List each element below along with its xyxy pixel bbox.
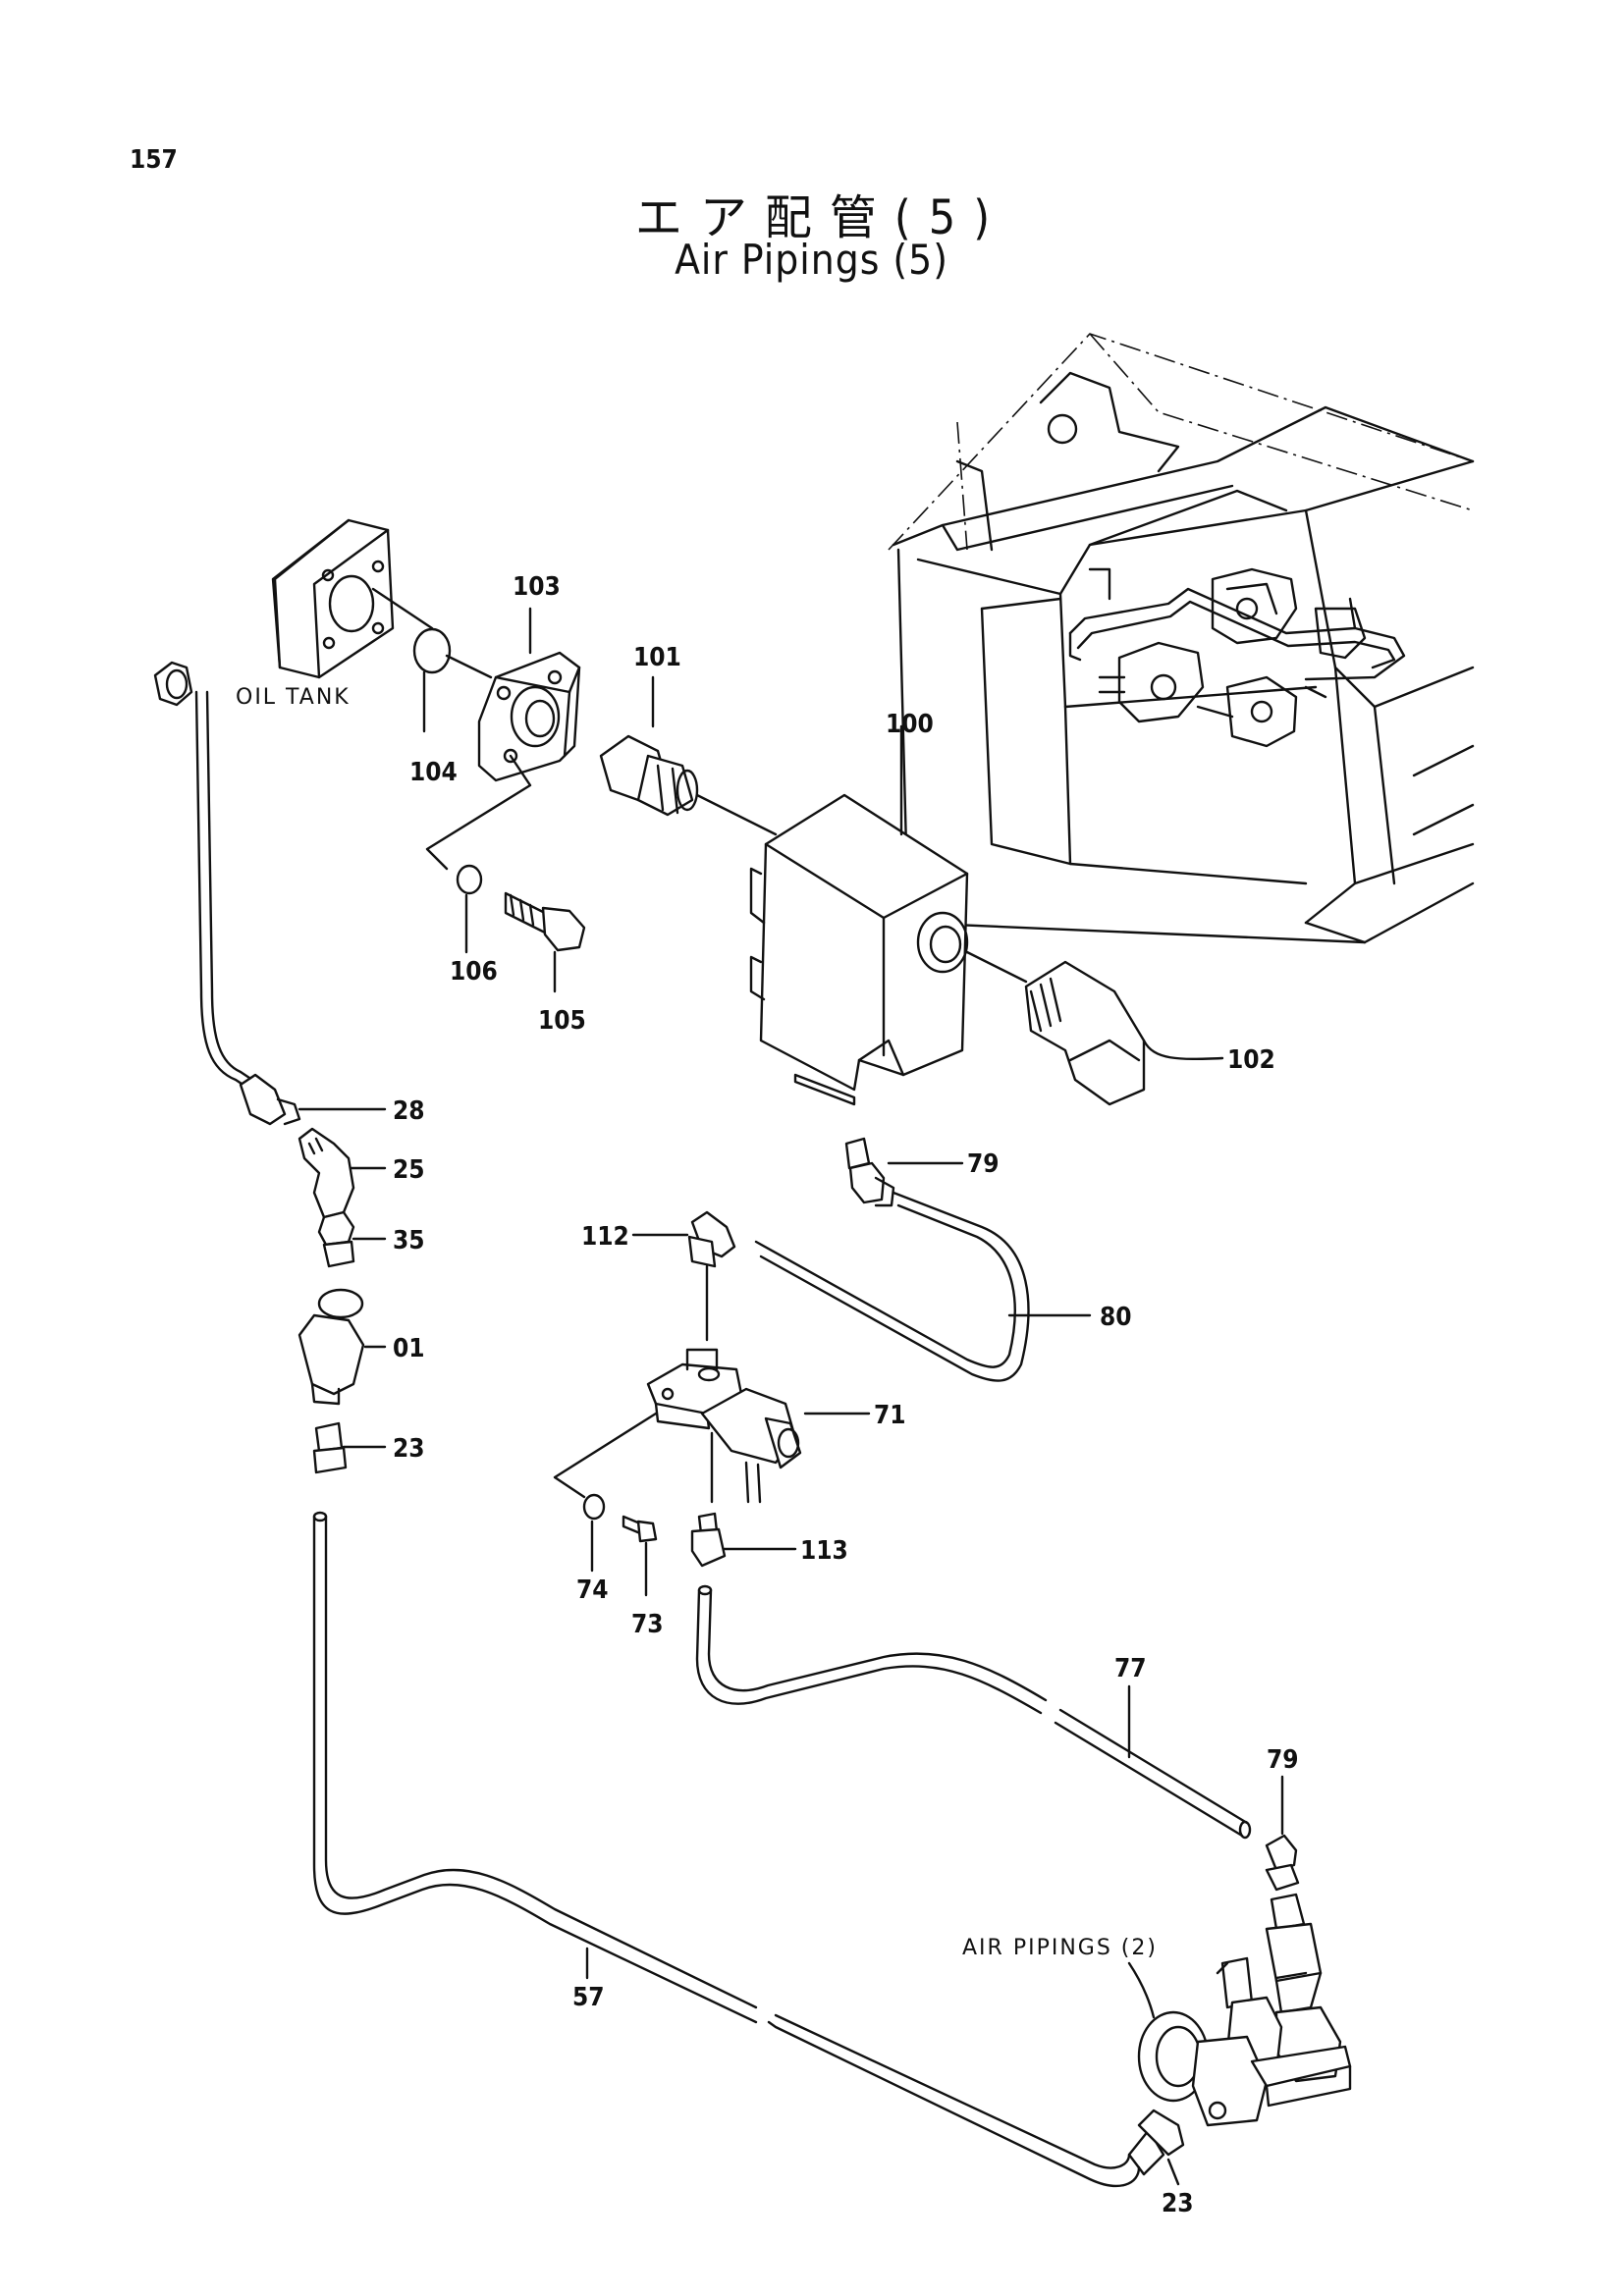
o-ring-104 bbox=[412, 627, 452, 674]
callout-104: 104 bbox=[409, 758, 458, 787]
callout-113: 113 bbox=[800, 1536, 848, 1566]
hose-57 bbox=[312, 1511, 1141, 2188]
title-english: Air Pipings (5) bbox=[675, 236, 948, 284]
hose-80 bbox=[754, 1191, 1092, 1382]
callout-79-lower: 79 bbox=[1267, 1745, 1299, 1775]
bolt-leader-71 bbox=[553, 1412, 658, 1499]
callout-28: 28 bbox=[393, 1096, 425, 1126]
callout-01: 01 bbox=[393, 1334, 425, 1363]
machine-body-illustration bbox=[888, 333, 1475, 944]
washer-106 bbox=[456, 864, 483, 895]
callout-79-upper: 79 bbox=[967, 1149, 1000, 1179]
callout-112: 112 bbox=[581, 1222, 629, 1252]
callout-106: 106 bbox=[450, 957, 498, 987]
fitting-112 bbox=[631, 1210, 736, 1342]
fitting-101 bbox=[599, 675, 778, 836]
fitting-79-lower bbox=[1265, 1775, 1300, 1892]
callout-101: 101 bbox=[633, 643, 681, 672]
callout-23-lower: 23 bbox=[1162, 2189, 1194, 2218]
hose-77 bbox=[695, 1584, 1252, 1840]
callout-77: 77 bbox=[1114, 1654, 1147, 1683]
elbow-25 bbox=[298, 1127, 387, 1219]
fitting-23-upper bbox=[312, 1421, 387, 1474]
title-japanese: エア配管(5) bbox=[634, 190, 1008, 245]
solenoid-valve-71 bbox=[646, 1348, 871, 1504]
callout-73: 73 bbox=[631, 1610, 664, 1639]
callout-25: 25 bbox=[393, 1155, 425, 1185]
oil-tank-flange bbox=[271, 518, 434, 679]
callout-23-upper: 23 bbox=[393, 1434, 425, 1464]
elbow-102 bbox=[1024, 960, 1224, 1106]
callout-102: 102 bbox=[1227, 1045, 1275, 1075]
callout-35: 35 bbox=[393, 1226, 425, 1255]
washer-74 bbox=[582, 1493, 606, 1521]
fitting-35 bbox=[317, 1210, 387, 1268]
air-pipings-2-assembly bbox=[1127, 1893, 1352, 2127]
oil-tank-line bbox=[153, 661, 257, 1092]
fitting-113 bbox=[690, 1512, 797, 1568]
callout-105: 105 bbox=[538, 1006, 586, 1036]
fitting-79-upper bbox=[844, 1137, 964, 1207]
callout-100: 100 bbox=[886, 710, 934, 739]
bolt-leader bbox=[425, 754, 532, 871]
callout-74: 74 bbox=[576, 1575, 609, 1605]
screw-73 bbox=[622, 1515, 658, 1597]
flange-103 bbox=[477, 607, 581, 782]
callout-57: 57 bbox=[572, 1983, 605, 2012]
callout-103: 103 bbox=[513, 572, 561, 602]
callout-80: 80 bbox=[1100, 1303, 1132, 1332]
bolt-105 bbox=[504, 891, 586, 993]
callout-71: 71 bbox=[874, 1401, 906, 1430]
oil-tank-note: OIL TANK bbox=[236, 685, 351, 710]
valve-block-100 bbox=[749, 724, 1028, 1106]
sensor-01 bbox=[298, 1288, 387, 1406]
fitting-28 bbox=[239, 1073, 387, 1126]
air-pipings-ref-note: AIR PIPINGS (2) bbox=[962, 1936, 1158, 1960]
page-number: 157 bbox=[130, 145, 178, 175]
